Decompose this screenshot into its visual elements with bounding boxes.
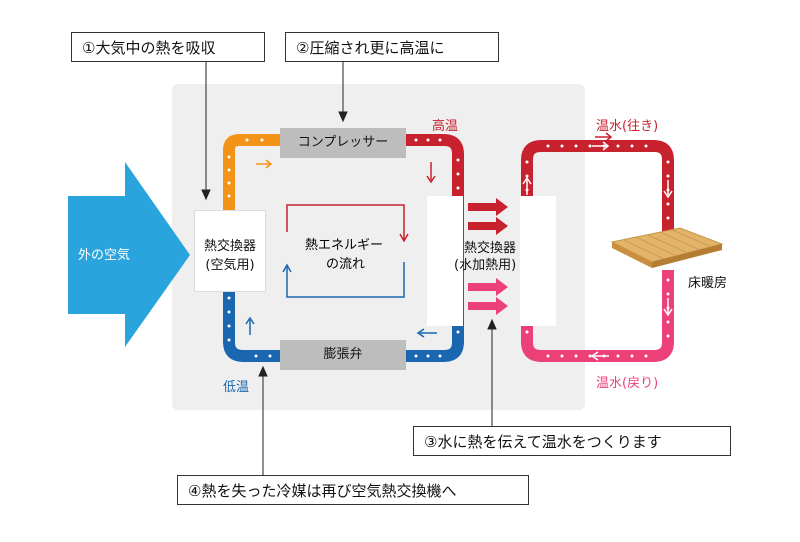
callout-step4: ④熱を失った冷媒は再び空気熱交換機へ [177, 475, 529, 505]
heat-flow-label-2: の流れ [326, 257, 366, 272]
pipe-cold-left [223, 290, 282, 362]
hot-water-out-label: 温水(往き) [596, 119, 659, 134]
hot-water-return-label: 温水(戻り) [596, 376, 659, 391]
low-temp-label: 低温 [223, 380, 250, 395]
pipe-hot-top [404, 134, 464, 245]
transfer-arrows-hot [468, 198, 508, 235]
heat-flow-loop-bottom [286, 262, 405, 298]
outside-air-arrow [68, 162, 190, 347]
water-hx-label-2: (水加熱用) [454, 258, 517, 273]
floor-heating-icon [610, 227, 724, 268]
air-heat-exchanger: 熱交換器 (空気用) [194, 210, 266, 292]
pipe-cold-right [404, 245, 464, 362]
floor-heating-label: 床暖房 [688, 276, 728, 291]
pipe-warm-top [223, 134, 282, 210]
heat-flow-label-1: 熱エネルギー [305, 238, 384, 253]
expansion-valve: 膨張弁 [280, 340, 406, 370]
water-hx-panel [427, 196, 463, 326]
air-hx-label-2: (空気用) [205, 258, 255, 273]
heat-flow-loop-top [286, 204, 405, 240]
air-hx-label-1: 熱交換器 [203, 239, 256, 254]
callout-step1: ①大気中の熱を吸収 [71, 32, 265, 62]
outside-air-label: 外の空気 [78, 248, 131, 263]
compressor: コンプレッサー [280, 128, 406, 158]
water-hx-label-1: 熱交換器 [464, 241, 517, 256]
transfer-arrows-warm [468, 278, 508, 315]
high-temp-label: 高温 [432, 119, 459, 134]
water-hx-panel-right [520, 196, 556, 326]
callout-step2: ②圧縮され更に高温に [285, 32, 499, 62]
callout-step3: ③水に熱を伝えて温水をつくります [413, 426, 731, 456]
